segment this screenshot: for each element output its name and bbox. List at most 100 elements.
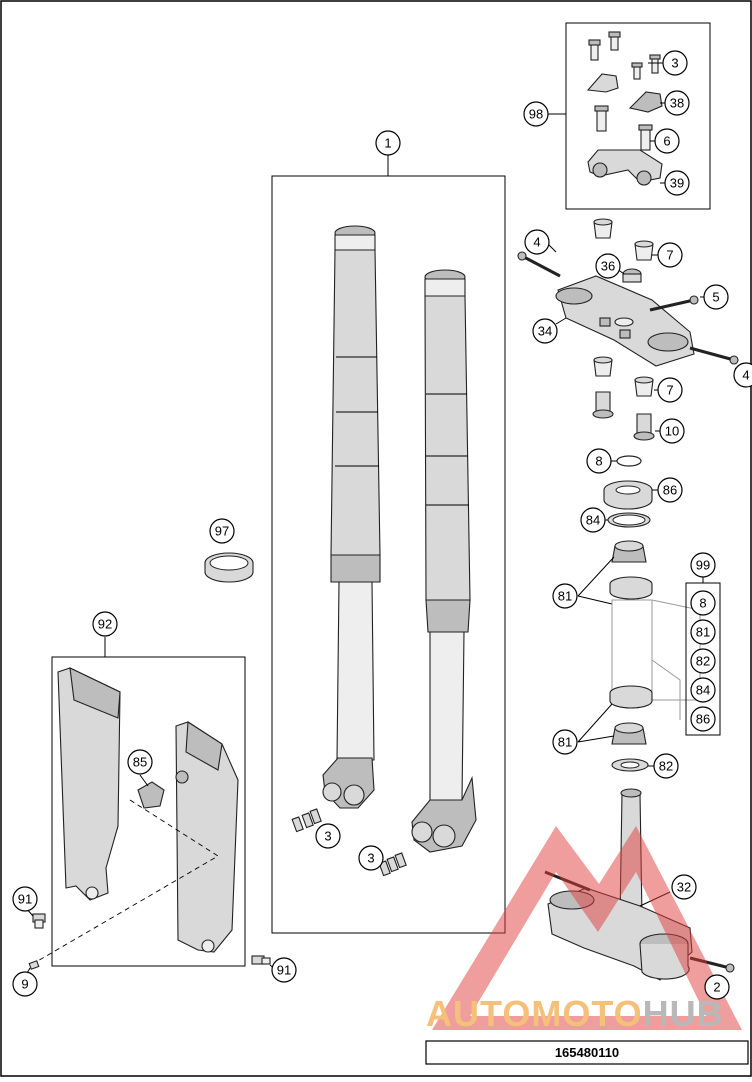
callout-circle xyxy=(12,971,38,997)
drawing-number: 165480110 xyxy=(555,1045,619,1060)
kit-99-item: 82 xyxy=(690,648,716,674)
callout-circle xyxy=(271,957,297,983)
kit-99-item: 86 xyxy=(690,706,716,732)
kit-99-item-label: 8 xyxy=(699,596,706,611)
callout-circle xyxy=(595,253,621,279)
callout-c86: 86 xyxy=(657,477,683,503)
fork-guard-right xyxy=(175,721,239,953)
callout-label: 98 xyxy=(529,107,543,122)
callout-c99: 99 xyxy=(690,552,716,578)
callout-c3-top: 3 xyxy=(662,50,688,76)
fork-guards-box xyxy=(51,656,246,967)
kit-99-item: 84 xyxy=(690,677,716,703)
upper-triple-clamp-34 xyxy=(555,275,695,367)
callout-c34: 34 xyxy=(532,318,558,344)
callout-label: 38 xyxy=(670,96,684,111)
callout-circle xyxy=(703,284,729,310)
handlebar-clamp-lower-38 xyxy=(586,73,663,113)
callout-c39: 39 xyxy=(664,170,690,196)
callout-circle xyxy=(657,477,683,503)
guard-bracket-85 xyxy=(137,781,165,809)
ring-97 xyxy=(204,552,254,583)
callout-c81-top: 81 xyxy=(552,583,578,609)
kit-99-item-label: 86 xyxy=(696,712,710,727)
drawing-number-box xyxy=(425,1040,749,1065)
bearing-81-bottom xyxy=(609,685,653,745)
watermark-suffix: HUB xyxy=(643,993,724,1034)
watermark-prefix: AUTOMOTO xyxy=(426,993,643,1034)
callout-c82: 82 xyxy=(653,753,679,779)
callout-label: 7 xyxy=(666,248,673,263)
bushing-10 xyxy=(592,391,655,441)
nut-36 xyxy=(622,268,642,283)
handlebar-clamp-upper-39 xyxy=(587,149,663,186)
clamp-bolts-98 xyxy=(588,31,661,151)
callout-c36: 36 xyxy=(595,253,621,279)
callout-label: 10 xyxy=(665,424,679,439)
watermark-triangle-logo xyxy=(432,826,742,1030)
callout-c7-top: 7 xyxy=(657,242,683,268)
callout-label: 97 xyxy=(215,524,229,539)
callout-c3-fork-left: 3 xyxy=(315,823,341,849)
callout-circle xyxy=(664,90,690,116)
callout-c91-right: 91 xyxy=(271,957,297,983)
callout-circle xyxy=(315,823,341,849)
callout-circle xyxy=(375,130,401,156)
fork-guard-left xyxy=(57,667,121,901)
callout-label: 3 xyxy=(367,851,374,866)
fork-leg-right xyxy=(411,269,477,853)
callout-circle xyxy=(552,729,578,755)
callout-circle xyxy=(657,242,683,268)
callout-circle xyxy=(690,552,716,578)
callout-circle xyxy=(664,170,690,196)
dust-seal-86 xyxy=(603,480,653,510)
callout-c6: 6 xyxy=(654,128,680,154)
callouts: 1983386394736534471088684978199928182853… xyxy=(12,50,752,1000)
kit-99-item-label: 84 xyxy=(696,683,710,698)
o-ring-8 xyxy=(616,455,642,467)
callout-label: 32 xyxy=(677,880,691,895)
bolt-91-right xyxy=(251,955,271,965)
callout-label: 1 xyxy=(384,136,391,151)
callout-circle xyxy=(209,518,235,544)
callout-c98: 98 xyxy=(523,101,549,127)
callout-circle xyxy=(92,611,118,637)
callout-label: 6 xyxy=(663,134,670,149)
callout-label: 36 xyxy=(601,259,615,274)
callout-circle xyxy=(654,128,680,154)
callout-c81-bottom: 81 xyxy=(552,729,578,755)
callout-label: 3 xyxy=(671,56,678,71)
callout-label: 81 xyxy=(558,735,572,750)
callout-c2: 2 xyxy=(704,974,730,1000)
callout-circle xyxy=(657,377,683,403)
callout-label: 99 xyxy=(696,558,710,573)
callout-c84: 84 xyxy=(580,507,606,533)
callout-c4-right: 4 xyxy=(733,362,752,388)
callout-c5: 5 xyxy=(703,284,729,310)
kit-99-item-circle xyxy=(690,619,716,645)
callout-circle xyxy=(733,362,752,388)
callout-label: 84 xyxy=(586,513,600,528)
callout-label: 34 xyxy=(538,324,552,339)
pinch-bolt-4-right xyxy=(689,346,739,365)
callout-label: 91 xyxy=(18,892,32,907)
callout-circle xyxy=(580,507,606,533)
callout-c10: 10 xyxy=(659,418,685,444)
callout-c32: 32 xyxy=(671,874,697,900)
callout-circle xyxy=(662,50,688,76)
callout-c85: 85 xyxy=(127,749,153,775)
kit-99-item-circle xyxy=(690,706,716,732)
callout-label: 3 xyxy=(324,829,331,844)
callout-circle xyxy=(586,448,612,474)
callout-c38: 38 xyxy=(664,90,690,116)
callout-circle xyxy=(358,845,384,871)
callout-c91-left: 91 xyxy=(12,886,38,912)
callout-c4-left: 4 xyxy=(524,229,550,255)
callout-label: 86 xyxy=(663,483,677,498)
fork-axle-bolts-3 xyxy=(291,808,407,877)
callout-label: 4 xyxy=(533,235,540,250)
callout-circle xyxy=(552,583,578,609)
